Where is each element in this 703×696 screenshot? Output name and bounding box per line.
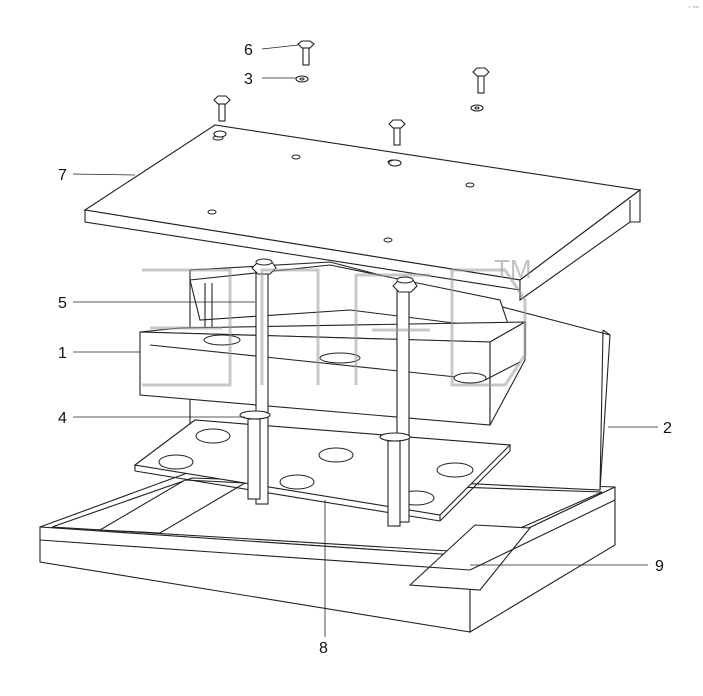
part-9-base-tray: [39, 471, 616, 633]
part-8-plate: [133, 419, 512, 522]
corner-mark: ᵘᶜ ²⁰¹³: [688, 5, 699, 10]
bolt-left: [213, 95, 231, 122]
callout-9: 9: [655, 558, 664, 575]
callout-6: 6: [244, 42, 253, 59]
part-6-bolts: [213, 40, 490, 146]
callout-3: 3: [244, 71, 253, 88]
leader-lines: [72, 44, 658, 637]
part-7-top-cover: [83, 124, 642, 302]
callout-7: 7: [58, 167, 67, 184]
bolt-right: [472, 67, 490, 94]
part-3-washers: [213, 75, 484, 167]
watermark-trademark: TM: [494, 254, 532, 284]
callout-5: 5: [58, 295, 67, 312]
callout-1: 1: [58, 345, 67, 362]
callout-4: 4: [58, 410, 67, 427]
bolt-top-center: [297, 40, 315, 66]
part-4-washers: [239, 410, 411, 527]
callout-2: 2: [663, 420, 672, 437]
callout-8: 8: [319, 640, 328, 657]
bolt-middle: [388, 119, 406, 146]
watermark-logo: TM: [142, 254, 532, 387]
